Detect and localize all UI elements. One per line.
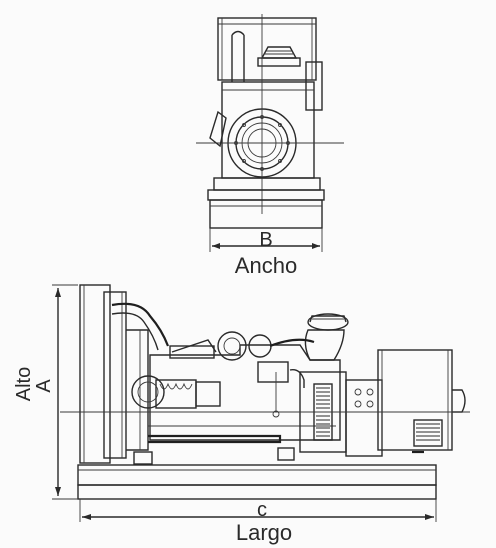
front-view: B Ancho [196, 14, 344, 278]
side-skid [77, 484, 437, 500]
height-label: Alto [13, 367, 35, 401]
side-view: A Alto c Largo [13, 284, 470, 545]
front-base-upper [213, 177, 321, 191]
width-label: Ancho [235, 253, 297, 278]
front-air-filter [257, 46, 301, 67]
front-radiator-frame [217, 17, 317, 81]
side-turbocharger [169, 331, 272, 361]
side-control-box [345, 379, 383, 457]
length-letter: c [257, 499, 267, 521]
height-letter: A [33, 379, 55, 393]
front-intake-pipe [231, 30, 245, 82]
front-skid [209, 199, 323, 229]
length-label: Largo [236, 520, 292, 545]
side-alternator [377, 349, 466, 454]
side-base-frame [77, 464, 437, 486]
side-intake-pipe [111, 302, 170, 347]
side-fuel-pump [155, 379, 221, 409]
side-crank-pulley [131, 375, 165, 409]
width-letter: B [259, 229, 272, 251]
side-radiator [79, 284, 111, 464]
side-air-filter [304, 313, 349, 361]
